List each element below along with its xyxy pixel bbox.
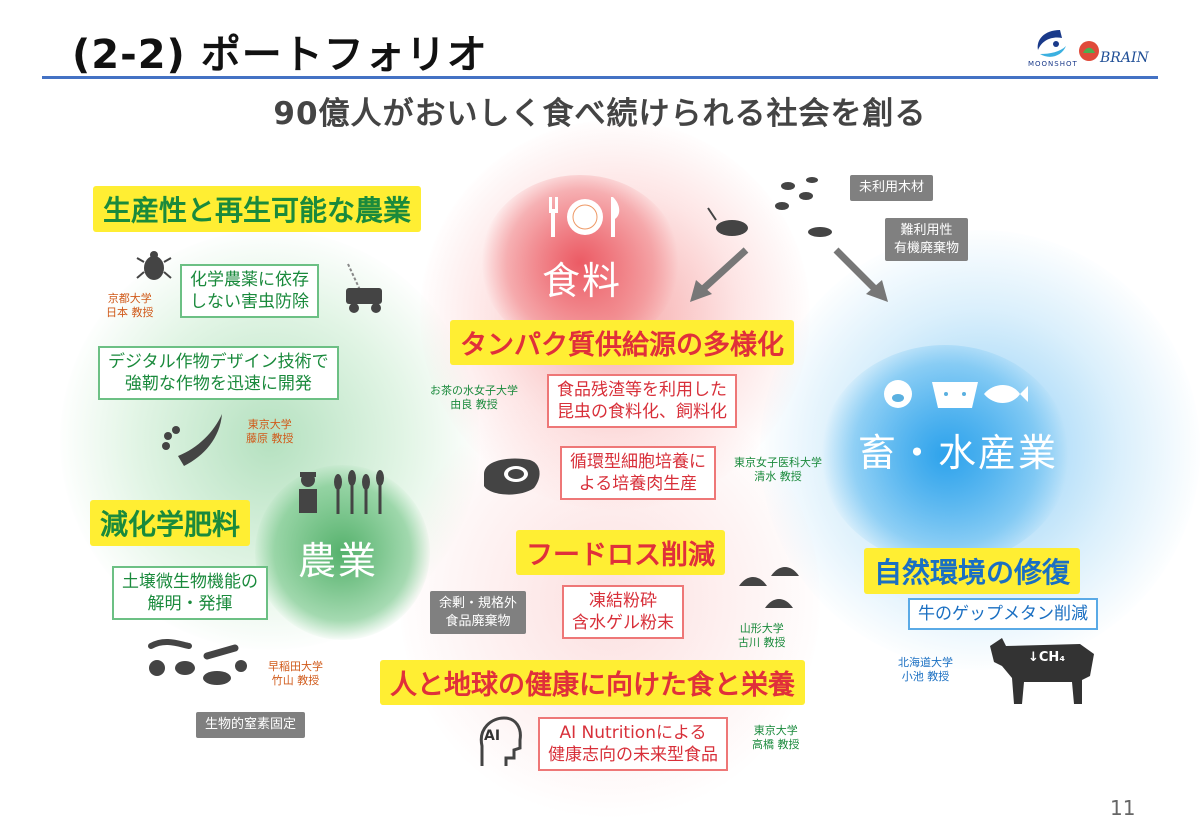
steak-icon bbox=[484, 458, 540, 495]
moonshot-logo-icon bbox=[1037, 30, 1066, 57]
moonshot-logo-text: MOONSHOT bbox=[1028, 60, 1078, 68]
tag-nitrogen-fixation: 生物的窒素固定 bbox=[196, 712, 306, 738]
farmer-wheat-icon bbox=[299, 470, 384, 514]
box-ai-nutrition: AI Nutritionによる健康志向の未来型食品 bbox=[538, 717, 728, 772]
prof-yamagata: 山形大学古川 教授 bbox=[738, 622, 786, 650]
tag-surplus-food: 余剰・規格外食品廃棄物 bbox=[430, 591, 527, 635]
agri-hub-circle bbox=[255, 465, 430, 640]
page-number: 11 bbox=[1110, 796, 1136, 820]
box-insect-food: 食品残渣等を利用した昆虫の食料化、飼料化 bbox=[547, 374, 737, 429]
hub-label-livestock: 畜・水産業 bbox=[858, 431, 1059, 475]
heading-reduce-fertilizer: 減化学肥料 bbox=[90, 500, 251, 546]
slide-title: (2-2) ポートフォリオ bbox=[72, 32, 488, 78]
heading-health-nutrition: 人と地球の健康に向けた食と栄養 bbox=[380, 660, 805, 705]
powder-piles-icon bbox=[739, 567, 799, 608]
box-soil-microbes: 土壌微生物機能の解明・発揮 bbox=[112, 566, 268, 621]
insects-icon bbox=[707, 177, 832, 237]
brain-logo-icon bbox=[1079, 41, 1099, 61]
bean-pod-icon bbox=[162, 414, 222, 466]
brain-logo-text: BRAIN bbox=[1100, 50, 1149, 66]
box-pest-control: 化学農薬に依存しない害虫防除 bbox=[180, 264, 319, 319]
heading-productive-agriculture: 生産性と再生可能な農業 bbox=[93, 186, 422, 232]
beetle-icon bbox=[136, 251, 172, 280]
microbes-icon bbox=[148, 638, 247, 685]
hub-label-food: 食料 bbox=[542, 259, 623, 303]
plate-fork-knife-icon bbox=[549, 197, 620, 237]
livestock-hub-circle bbox=[820, 345, 1070, 565]
tag-organic-waste: 難利用性有機廃棄物 bbox=[885, 218, 969, 262]
ai-icon-label: AI bbox=[484, 728, 501, 744]
prof-tokyo-takahashi: 東京大学高橋 教授 bbox=[752, 724, 800, 752]
tag-unused-wood: 未利用木材 bbox=[850, 175, 934, 201]
prof-kyoto: 京都大学日本 教授 bbox=[106, 292, 154, 320]
heading-environment-restoration: 自然環境の修復 bbox=[864, 548, 1081, 594]
cow-icon bbox=[990, 638, 1094, 704]
prof-ochanomizu: お茶の水女子大学由良 教授 bbox=[430, 384, 518, 412]
arrows-icon bbox=[690, 247, 888, 302]
box-methane-reduction: 牛のゲップメタン削減 bbox=[908, 598, 1098, 631]
title-rule bbox=[42, 76, 1158, 79]
hub-label-agri: 農業 bbox=[298, 539, 379, 583]
cow-ch4-label: ↓CH₄ bbox=[1028, 650, 1066, 665]
prof-hokkaido: 北海道大学小池 教授 bbox=[898, 656, 953, 684]
box-digital-crop-design: デジタル作物デザイン技術で強靭な作物を迅速に開発 bbox=[98, 346, 339, 401]
box-freeze-powder: 凍結粉砕含水ゲル粉末 bbox=[562, 585, 684, 640]
prof-twmu: 東京女子医科大学清水 教授 bbox=[734, 456, 822, 484]
laser-robot-icon bbox=[346, 263, 382, 313]
heading-protein-diversification: タンパク質供給源の多様化 bbox=[450, 320, 794, 365]
heading-food-loss: フードロス削減 bbox=[516, 530, 725, 575]
prof-tokyo-fujiwara: 東京大学藤原 教授 bbox=[246, 418, 294, 446]
prof-waseda: 早稲田大学竹山 教授 bbox=[268, 660, 323, 688]
pig-cow-fish-icon bbox=[884, 380, 1028, 408]
ai-head-icon bbox=[479, 716, 522, 766]
box-cultured-meat: 循環型細胞培養による培養肉生産 bbox=[560, 446, 716, 501]
